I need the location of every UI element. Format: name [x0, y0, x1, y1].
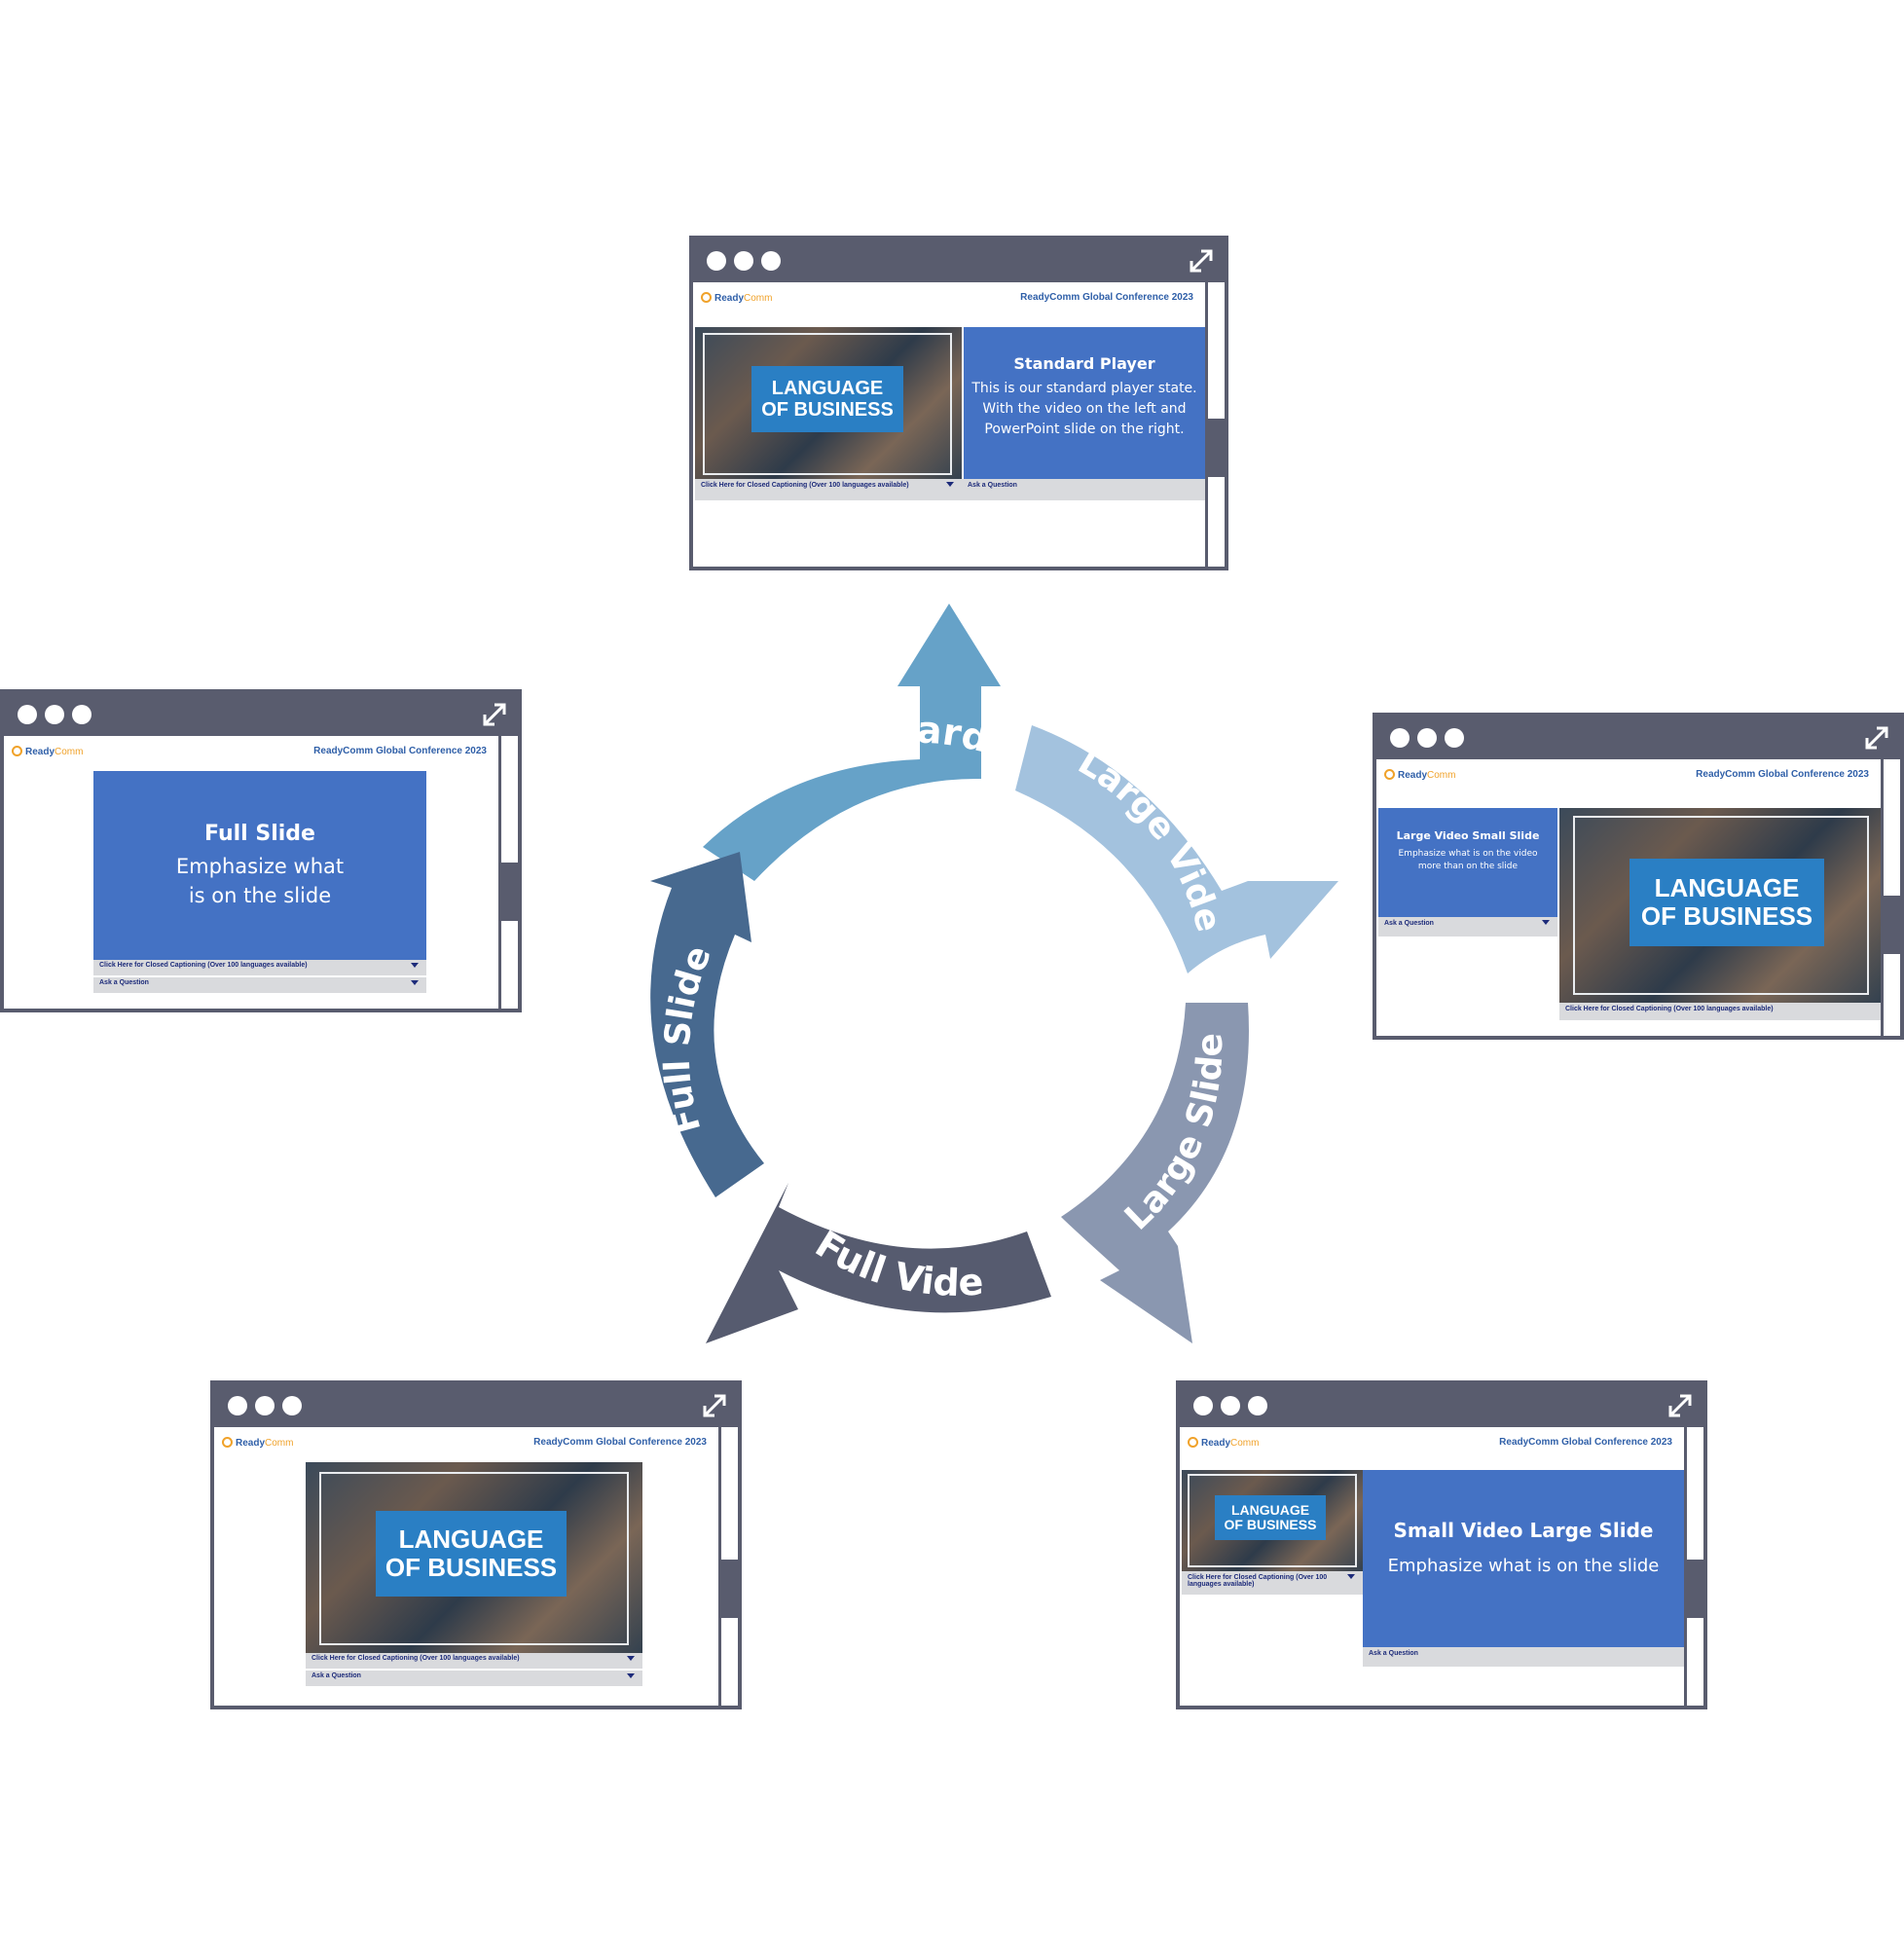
full-slide-window: ReadyComm ReadyComm Global Conference 20… — [0, 689, 522, 1012]
title-bar — [1376, 716, 1900, 759]
conference-title: ReadyComm Global Conference 2023 — [1499, 1437, 1672, 1448]
expand-icon[interactable] — [699, 1390, 730, 1421]
small-video-large-slide-window: ReadyComm ReadyComm Global Conference 20… — [1176, 1380, 1707, 1709]
ask-question-bar[interactable]: Ask a Question — [93, 977, 426, 993]
slide-body: Emphasize what is on the slide — [1387, 1556, 1660, 1576]
video-panel[interactable]: LANGUAGE OF BUSINESS — [695, 327, 962, 479]
captions-bar[interactable]: Click Here for Closed Captioning (Over 1… — [306, 1653, 642, 1669]
full-video-arrow — [706, 1183, 1051, 1343]
window-dot[interactable] — [1193, 1396, 1213, 1415]
standard-arrow — [703, 604, 1001, 881]
player-content: ReadyComm ReadyComm Global Conference 20… — [693, 282, 1205, 567]
window-dot[interactable] — [707, 251, 726, 271]
player-content: ReadyComm ReadyComm Global Conference 20… — [1180, 1427, 1684, 1706]
ask-question-bar[interactable]: Ask a Question — [1378, 917, 1557, 937]
player-content: ReadyComm ReadyComm Global Conference 20… — [4, 736, 496, 1009]
conference-title: ReadyComm Global Conference 2023 — [1696, 769, 1869, 780]
expand-icon[interactable] — [479, 699, 510, 730]
video-title-line2: OF BUSINESS — [761, 399, 894, 421]
captions-bar[interactable]: Click Here for Closed Captioning (Over 1… — [93, 960, 426, 975]
window-dot[interactable] — [761, 251, 781, 271]
slide-panel: Standard Player This is our standard pla… — [964, 327, 1205, 479]
slide-panel: Full Slide Emphasize what is on the slid… — [93, 771, 426, 960]
slide-title: Standard Player — [1013, 354, 1155, 373]
slide-panel: Large Video Small Slide Emphasize what i… — [1378, 808, 1557, 917]
window-dot[interactable] — [18, 705, 37, 724]
title-bar — [4, 693, 518, 736]
slide-body: Emphasize what is on the video more than… — [1398, 849, 1538, 871]
slide-title: Small Video Large Slide — [1393, 1519, 1654, 1542]
slide-title: Large Video Small Slide — [1396, 829, 1540, 842]
window-dot[interactable] — [1221, 1396, 1240, 1415]
readycomm-logo: ReadyComm — [701, 292, 772, 304]
ask-question-bar[interactable]: Ask a Question — [962, 479, 1205, 500]
captions-bar[interactable]: Click Here for Closed Captioning (Over 1… — [1182, 1571, 1363, 1595]
ask-question-bar[interactable]: Ask a Question — [1363, 1647, 1684, 1667]
readycomm-logo: ReadyComm — [222, 1437, 293, 1449]
scrollbar[interactable] — [1881, 759, 1900, 1036]
player-content: ReadyComm ReadyComm Global Conference 20… — [214, 1427, 716, 1706]
expand-icon[interactable] — [1186, 245, 1217, 276]
full-video-label: Full Video — [0, 0, 985, 1304]
expand-icon[interactable] — [1665, 1390, 1696, 1421]
large-slide-arrow — [1061, 1003, 1249, 1343]
title-bar — [693, 239, 1225, 282]
video-title-line2: OF BUSINESS — [1640, 901, 1813, 931]
video-title-line1: LANGUAGE — [1230, 1501, 1310, 1518]
video-title-line1: LANGUAGE — [771, 378, 884, 399]
video-title-line2: OF BUSINESS — [384, 1553, 558, 1582]
window-dot[interactable] — [1445, 728, 1464, 748]
slide-body: This is our standard player state. With … — [971, 381, 1197, 437]
window-dot[interactable] — [1248, 1396, 1267, 1415]
video-panel[interactable]: LANGUAGE OF BUSINESS — [306, 1462, 642, 1653]
full-video-window: ReadyComm ReadyComm Global Conference 20… — [210, 1380, 742, 1709]
readycomm-logo: ReadyComm — [1188, 1437, 1259, 1449]
full-slide-arrow — [650, 852, 764, 1197]
window-dot[interactable] — [45, 705, 64, 724]
scrollbar[interactable] — [498, 736, 518, 1009]
large-video-arrow — [1015, 725, 1338, 974]
scrollbar[interactable] — [718, 1427, 738, 1706]
player-content: ReadyComm ReadyComm Global Conference 20… — [1376, 759, 1881, 1036]
readycomm-logo: ReadyComm — [1384, 769, 1455, 781]
window-dot[interactable] — [72, 705, 92, 724]
video-panel[interactable]: LANGUAGE OF BUSINESS — [1559, 808, 1881, 1003]
window-dot[interactable] — [1390, 728, 1410, 748]
title-bar — [214, 1384, 738, 1427]
window-dot[interactable] — [282, 1396, 302, 1415]
large-slide-label: Large Slide — [1117, 1033, 1230, 1238]
window-dot[interactable] — [1417, 728, 1437, 748]
video-title-line1: LANGUAGE — [398, 1525, 544, 1555]
conference-title: ReadyComm Global Conference 2023 — [1020, 292, 1193, 303]
window-dot[interactable] — [734, 251, 753, 271]
slide-title: Full Slide — [204, 822, 315, 846]
expand-icon[interactable] — [1861, 722, 1892, 753]
video-title-line2: OF BUSINESS — [1224, 1517, 1317, 1532]
video-panel[interactable]: LANGUAGE OF BUSINESS — [1182, 1470, 1363, 1571]
slide-body: Emphasize what is on the slide — [175, 855, 345, 908]
video-title-line1: LANGUAGE — [1654, 873, 1800, 903]
scrollbar[interactable] — [1684, 1427, 1703, 1706]
slide-panel: Small Video Large Slide Emphasize what i… — [1363, 1470, 1684, 1647]
title-bar — [1180, 1384, 1703, 1427]
window-dot[interactable] — [228, 1396, 247, 1415]
readycomm-logo: ReadyComm — [12, 746, 83, 757]
large-video-window: ReadyComm ReadyComm Global Conference 20… — [1373, 713, 1904, 1040]
window-dot[interactable] — [255, 1396, 275, 1415]
captions-bar[interactable]: Click Here for Closed Captioning (Over 1… — [695, 479, 962, 500]
standard-player-window: ReadyComm ReadyComm Global Conference 20… — [689, 236, 1228, 570]
conference-title: ReadyComm Global Conference 2023 — [313, 746, 487, 756]
captions-bar[interactable]: Click Here for Closed Captioning (Over 1… — [1559, 1003, 1881, 1020]
ask-question-bar[interactable]: Ask a Question — [306, 1671, 642, 1686]
conference-title: ReadyComm Global Conference 2023 — [533, 1437, 707, 1448]
scrollbar[interactable] — [1205, 282, 1225, 567]
